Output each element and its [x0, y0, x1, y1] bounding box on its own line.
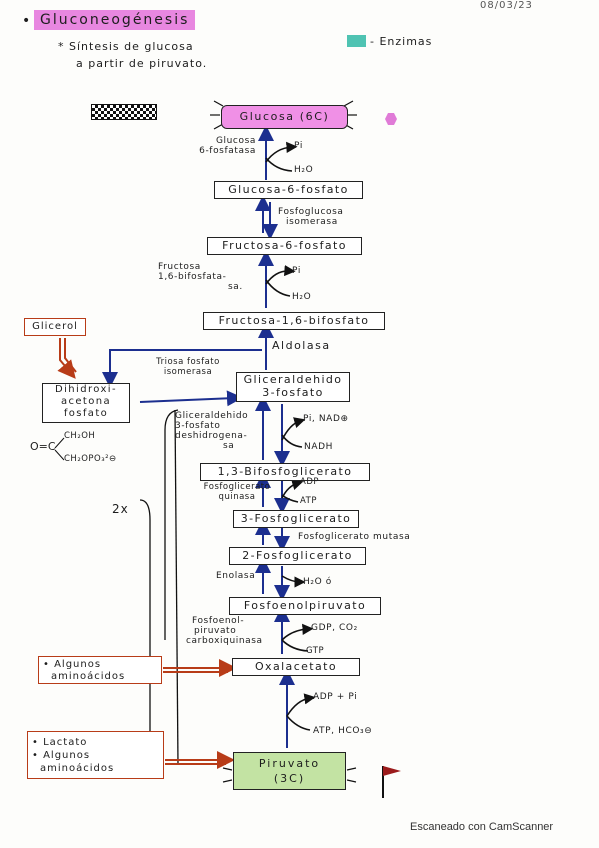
gap-line-1: Gliceraldehido	[243, 373, 343, 386]
structure-ch2opo3: CH₂OPO₃²⊖	[64, 454, 117, 464]
enzyme-g6pase-line-2: 6-fosfatasa	[199, 146, 256, 156]
enzyme-pgi: Fosfoglucosa isomerasa	[278, 207, 344, 227]
cofactor-adp-1: ADP	[300, 477, 319, 487]
structure-ch2oh: CH₂OH	[64, 431, 96, 441]
subtitle-line-1: * Síntesis de glucosa	[58, 40, 194, 53]
flag-icon	[383, 766, 401, 776]
f16bp-node: Fructosa-1,6-bifosfato	[203, 312, 385, 330]
enzyme-gapdh-line-3: deshidrogena-	[175, 431, 248, 441]
enzyme-pgi-line-2: isomerasa	[286, 217, 338, 227]
g6p-node: Glucosa-6-fosfato	[214, 181, 363, 199]
gap-node: Gliceraldehido 3-fosfato	[236, 372, 350, 402]
source-algunos: • Algunos	[32, 750, 91, 761]
structure-carbonyl: O=C	[30, 440, 56, 453]
enzyme-pgk: Fosfoglicerato quinasa	[194, 482, 280, 502]
flag-pole-icon	[382, 766, 384, 798]
enzyme-pepck-line-2: piruvato	[194, 626, 237, 636]
footer-watermark: Escaneado con CamScanner	[410, 821, 554, 833]
cofactor-h2o-3: H₂O ó	[303, 577, 332, 587]
enzyme-fbpase-line-1: Fructosa	[158, 262, 201, 272]
legend-swatch-icon	[347, 35, 366, 47]
pg2-node: 2-Fosfoglicerato	[229, 547, 366, 565]
title-bullet: •	[22, 13, 31, 29]
enzyme-tpi-line-1: Triosa fosfato	[156, 357, 220, 367]
pg3-node: 3-Fosfoglicerato	[233, 510, 359, 528]
f6p-node: Fructosa-6-fosfato	[207, 237, 362, 255]
cofactor-adp-pi: ADP + Pi	[313, 692, 358, 702]
enzyme-g6pase-line-1: Glucosa	[215, 136, 256, 146]
enzyme-fbpase: Fructosa 1,6-bifosfata- sa.	[158, 262, 258, 292]
enzyme-enolasa: Enolasa	[216, 571, 256, 581]
enzyme-aldolasa: Aldolasa	[272, 339, 331, 352]
cofactor-pi-1: Pi	[294, 141, 303, 151]
enzyme-gapdh-line-4: sa	[223, 441, 235, 451]
dhap-line-2: acetona	[60, 396, 112, 407]
enzyme-pgi-line-1: Fosfoglucosa	[278, 207, 344, 217]
gap-line-2: 3-fosfato	[262, 386, 324, 399]
hexagon-icon	[385, 113, 397, 125]
enzyme-tpi: Triosa fosfato isomerasa	[142, 357, 234, 377]
enzyme-pgk-line-2: quinasa	[218, 491, 256, 502]
cofactor-atp-1: ATP	[300, 496, 317, 506]
cofactor-gdp-co2: GDP, CO₂	[311, 623, 358, 633]
multiplier-label: 2x	[112, 502, 129, 516]
date-label: 08/03/23	[480, 0, 533, 11]
enzyme-pepck: Fosfoenol- piruvato carboxiquinasa	[186, 616, 263, 646]
cofactor-pi-2: Pi	[292, 266, 301, 276]
enzyme-gapdh-line-2: 3-fosfato	[175, 421, 221, 431]
page-title: Gluconeogénesis	[34, 10, 196, 30]
bpg-node: 1,3-Bifosfoglicerato	[200, 463, 370, 481]
enzyme-fbpase-line-3: sa.	[228, 282, 243, 292]
cofactor-h2o-2: H₂O	[292, 292, 312, 302]
source-glicerol: Glicerol	[24, 318, 86, 336]
source-aminoacidos-line-2: aminoácidos	[51, 671, 126, 682]
enzyme-g6pase: Glucosa 6-fosfatasa	[170, 136, 256, 156]
checkered-decoration-icon	[91, 104, 157, 120]
legend-label: - Enzimas	[370, 35, 433, 48]
enzyme-gapdh-line-1: Gliceraldehido	[175, 411, 249, 421]
subtitle: * Síntesis de glucosa a partir de piruva…	[58, 38, 207, 72]
cofactor-h2o-1: H₂O	[294, 165, 314, 175]
piruvato-node: Piruvato (3C)	[233, 752, 346, 790]
dhap-line-1: Dihidroxi-	[55, 384, 117, 395]
arrow-gap-dhap	[102, 349, 262, 388]
piruvato-line-1: Piruvato	[258, 757, 321, 770]
cofactor-gtp: GTP	[306, 646, 325, 656]
pep-node: Fosfoenolpiruvato	[229, 597, 381, 615]
enzyme-gapdh: Gliceraldehido 3-fosfato deshidrogena- s…	[175, 411, 248, 451]
dhap-line-3: fosfato	[63, 408, 109, 419]
piruvato-line-2: (3C)	[273, 772, 306, 785]
arrow-dhap-gap	[139, 390, 243, 407]
source-lactato: • Lactato	[32, 737, 88, 748]
source-aminoacidos-2: aminoácidos	[40, 763, 115, 774]
cofactor-pi-nad: Pi, NAD⊕	[303, 414, 349, 424]
source-lactato-group: • Lactato • Algunos aminoácidos	[27, 731, 164, 779]
source-aminoacidos-line-1: • Algunos	[43, 659, 102, 670]
subtitle-line-2: a partir de piruvato.	[76, 57, 208, 70]
enzyme-pepck-line-3: carboxiquinasa	[186, 636, 263, 646]
enzyme-tpi-line-2: isomerasa	[163, 366, 213, 377]
enzyme-pgk-line-1: Fosfoglicerato	[203, 482, 271, 492]
structure-bonds	[54, 437, 65, 461]
oaa-node: Oxalacetato	[232, 658, 360, 676]
enzyme-pgm: Fosfoglicerato mutasa	[298, 532, 411, 542]
cofactor-atp-hco3: ATP, HCO₃⊖	[313, 726, 373, 736]
enzyme-fbpase-line-2: 1,6-bifosfata-	[158, 272, 227, 282]
glucosa-node: Glucosa (6C)	[221, 105, 348, 129]
source-aminoacidos: • Algunos aminoácidos	[38, 656, 162, 684]
cofactor-nadh: NADH	[304, 442, 333, 452]
dhap-node: Dihidroxi- acetona fosfato	[42, 383, 130, 423]
enzyme-pepck-line-1: Fosfoenol-	[192, 616, 245, 626]
